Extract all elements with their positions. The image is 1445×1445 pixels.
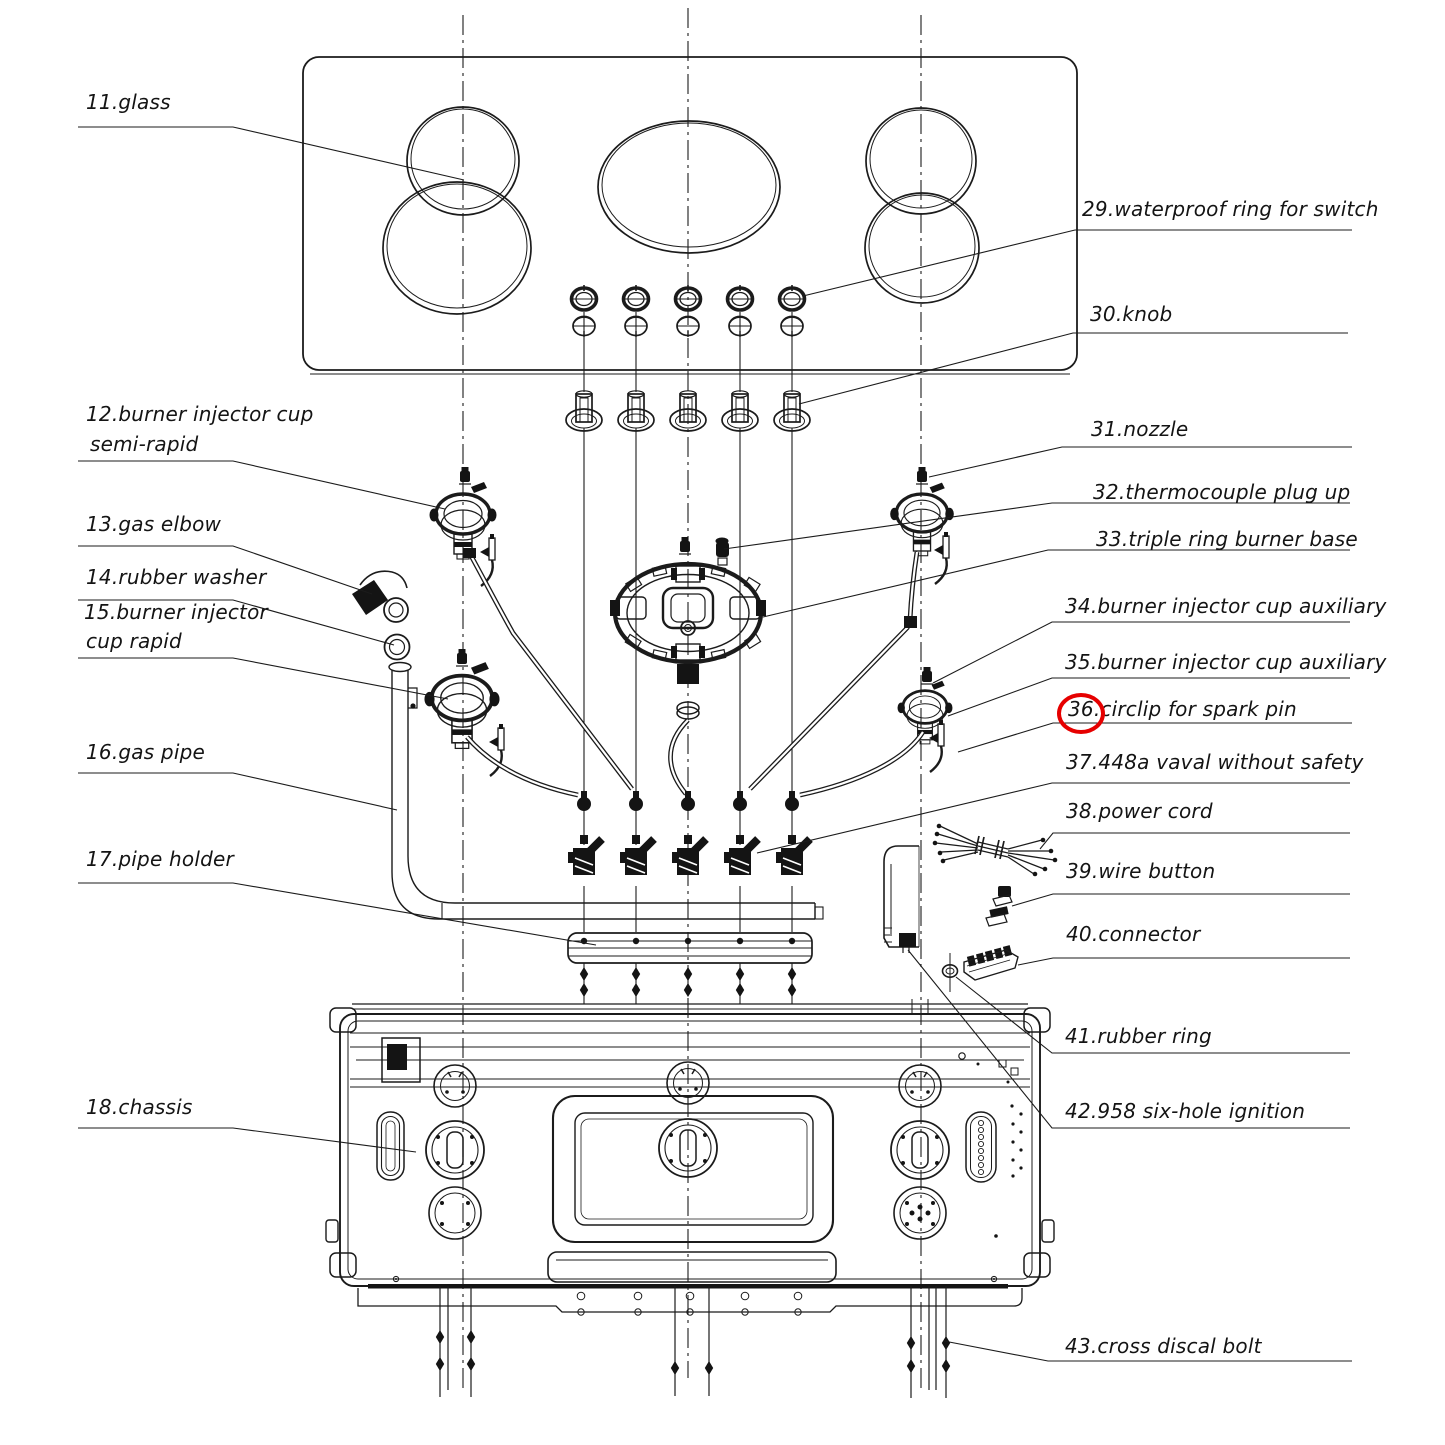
label-injector-cup-aux-2: 35.burner injector cup auxiliary <box>1065 650 1387 674</box>
label-thermocouple: 32.thermocouple plug up <box>1093 480 1351 504</box>
label-connector: 40.connector <box>1066 922 1201 946</box>
label-rubber-ring: 41.rubber ring <box>1065 1024 1212 1048</box>
glass-top <box>302 56 1078 375</box>
label-valve-without-safety: 37.448a vaval without safety <box>1066 750 1364 774</box>
leader-lines <box>78 126 1352 1362</box>
gas-tubes <box>463 548 926 811</box>
label-gas-pipe: 16.gas pipe <box>86 740 205 764</box>
label-glass: 11.glass <box>86 90 171 114</box>
rubber-washer <box>383 633 411 661</box>
label-knob: 30.knob <box>1090 302 1173 326</box>
chassis-dot-field <box>958 1052 1023 1238</box>
pipe-holder <box>567 932 813 964</box>
label-power-cord: 38.power cord <box>1066 799 1213 823</box>
power-cord <box>932 823 1058 877</box>
label-cross-discal-bolt: 43.cross discal bolt <box>1065 1334 1262 1358</box>
wire-button <box>985 886 1013 927</box>
label-triple-ring-burner: 33.triple ring burner base <box>1096 527 1358 551</box>
label-waterproof-ring: 29.waterproof ring for switch <box>1082 197 1379 221</box>
connector <box>963 945 1019 981</box>
label-chassis: 18.chassis <box>86 1095 193 1119</box>
label-gas-elbow: 13.gas elbow <box>86 512 222 536</box>
label-injector-cup-rapid-line2: cup rapid <box>86 629 182 653</box>
ignition-box <box>883 845 929 1013</box>
rubber-ring <box>941 953 959 992</box>
label-injector-cup-rapid-line1: 15.burner injector <box>84 600 268 624</box>
gas-valves <box>568 835 810 875</box>
label-injector-cup-aux-1: 34.burner injector cup auxiliary <box>1065 594 1387 618</box>
gas-elbow <box>352 570 409 623</box>
label-nozzle: 31.nozzle <box>1091 417 1189 441</box>
label-rubber-washer: 14.rubber washer <box>86 565 267 589</box>
label-pipe-holder: 17.pipe holder <box>86 847 234 871</box>
cross-discal-bolts <box>439 1286 947 1398</box>
label-wire-button: 39.wire button <box>1066 859 1216 883</box>
label-injector-cup-semirapid-line1: 12.burner injector cup <box>86 402 314 426</box>
chassis <box>325 1003 1055 1316</box>
label-injector-cup-semirapid-line2: semi-rapid <box>90 432 199 456</box>
gas-pipe <box>388 661 824 920</box>
highlight-circle-part-36 <box>1057 693 1105 734</box>
label-six-hole-ignition: 42.958 six-hole ignition <box>1065 1099 1306 1123</box>
thermocouple-plug <box>715 537 729 566</box>
label-circlip-spark-pin: 36.circlip for spark pin <box>1068 697 1297 721</box>
triple-ring-burner-base <box>610 536 766 720</box>
